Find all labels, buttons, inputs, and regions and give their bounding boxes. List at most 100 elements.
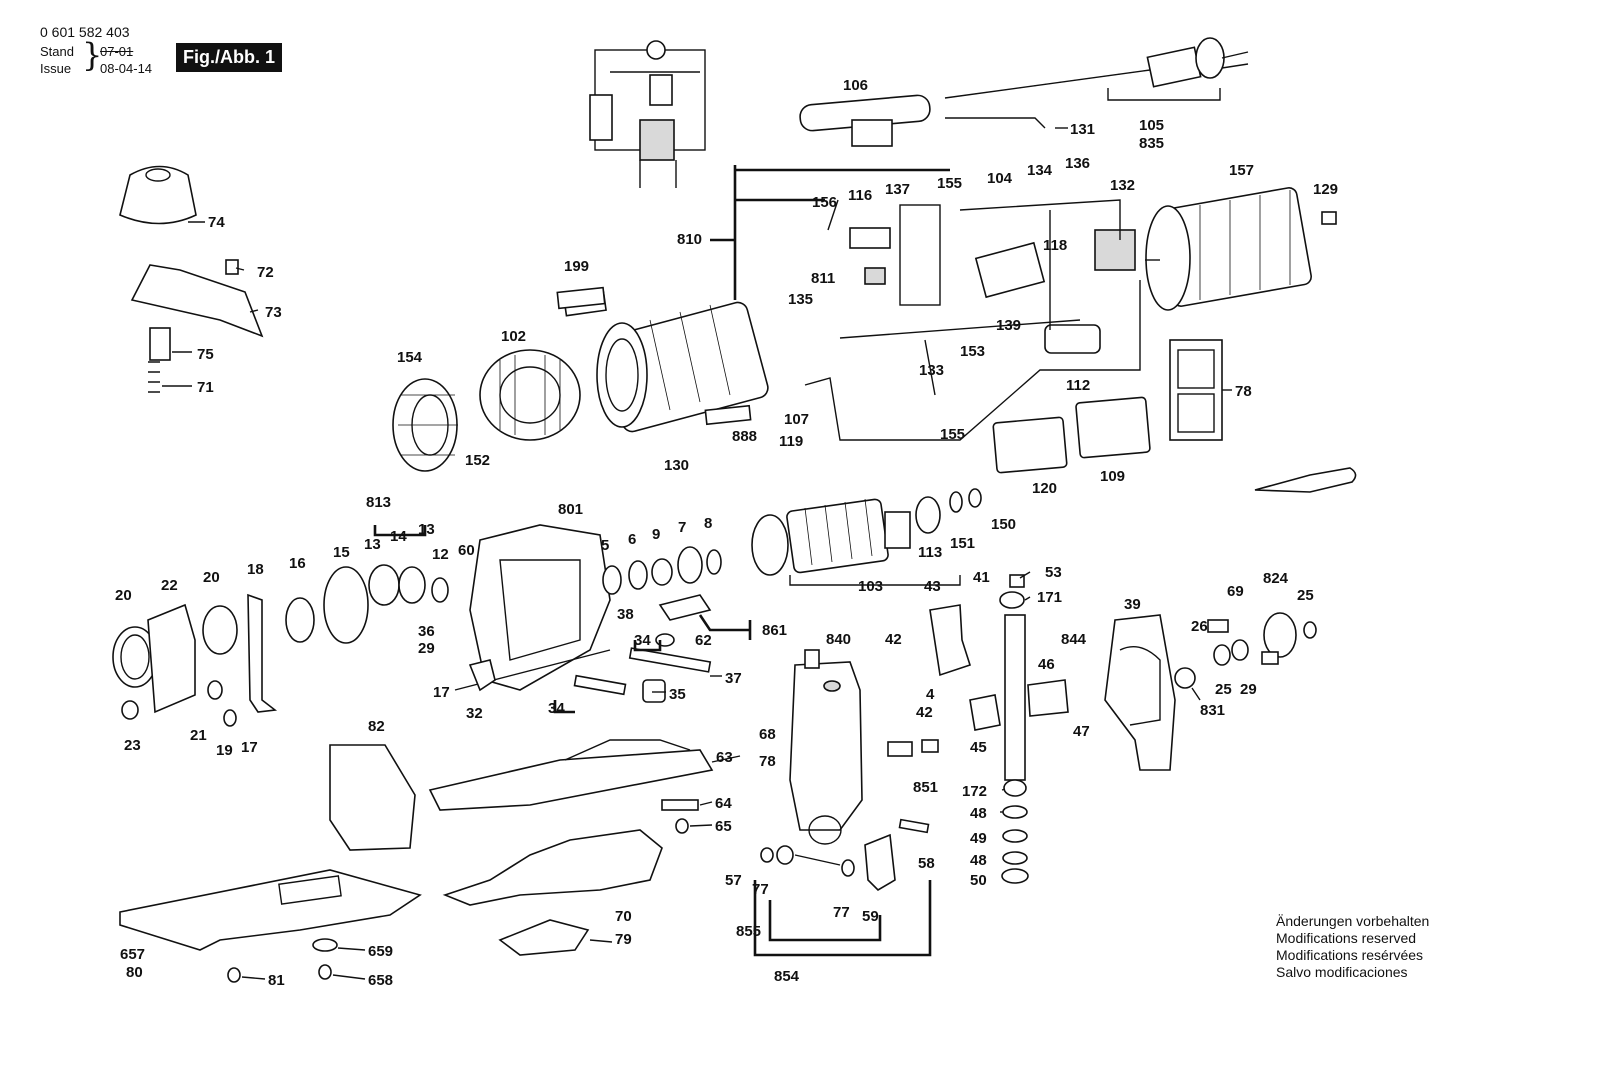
notice-line-es: Salvo modificaciones: [1276, 964, 1408, 980]
callout: 137: [885, 181, 910, 198]
callout: 58: [918, 855, 935, 872]
callout: 50: [970, 872, 987, 889]
callout: 831: [1200, 702, 1225, 719]
callout: 25: [1297, 587, 1314, 604]
callout: 45: [970, 739, 987, 756]
callout: 49: [970, 830, 987, 847]
callout: 81: [268, 972, 285, 989]
screwdriver: [1254, 467, 1357, 493]
stroke-housing: [789, 649, 939, 845]
callout: 5: [601, 537, 609, 554]
cap-and-bracket: [119, 165, 264, 393]
label-plates: [556, 286, 1223, 474]
guide-plate: [428, 739, 714, 834]
callout: 888: [732, 428, 757, 445]
callout: 135: [788, 291, 813, 308]
callout: 36: [418, 623, 435, 640]
motor-housing: [1145, 187, 1337, 311]
callout: 6: [628, 531, 636, 548]
armature: [751, 488, 982, 586]
callout: 37: [725, 670, 742, 687]
callout: 172: [962, 783, 987, 800]
callout: 63: [716, 749, 733, 766]
gear-assembly: [112, 564, 449, 727]
callout: 199: [564, 258, 589, 275]
callout: 47: [1073, 723, 1090, 740]
callout: 59: [862, 908, 879, 925]
callout: 17: [433, 684, 450, 701]
callout: 34: [634, 632, 651, 649]
callout: 71: [197, 379, 214, 396]
base-plate-39: [1104, 614, 1176, 771]
callout: 155: [937, 175, 962, 192]
callout: 79: [615, 931, 632, 948]
callout: 8: [704, 515, 712, 532]
callout: 46: [1038, 656, 1055, 673]
callout: 156: [812, 194, 837, 211]
callout: 75: [197, 346, 214, 363]
callout: 13: [364, 536, 381, 553]
callout: 131: [1070, 121, 1095, 138]
callout: 113: [918, 544, 942, 561]
callout: 109: [1100, 468, 1125, 485]
callout: 82: [368, 718, 385, 735]
issue-label: Issue: [40, 61, 72, 76]
old-stand-date: 07-01: [100, 44, 134, 59]
callout: 17: [241, 739, 258, 756]
callout: 41: [973, 569, 990, 586]
callout: 658: [368, 972, 393, 989]
callout: 151: [950, 535, 975, 552]
callout: 154: [397, 349, 423, 366]
callout: 15: [333, 544, 350, 561]
callout: 104: [987, 170, 1013, 187]
stand-label: Stand: [40, 44, 74, 59]
fan-guard: [392, 378, 458, 472]
callout: 150: [991, 516, 1016, 533]
callout: 130: [664, 457, 689, 474]
leader-lines: [162, 127, 1232, 980]
callout: 21: [190, 727, 207, 744]
callout: 132: [1110, 177, 1135, 194]
callout: 155: [940, 426, 965, 443]
callout: 29: [1240, 681, 1257, 698]
callout: 9: [652, 526, 660, 543]
callout: 851: [913, 779, 938, 796]
right-knob-assembly: [1174, 612, 1317, 689]
callout: 42: [885, 631, 902, 648]
callout: 119: [779, 433, 803, 450]
callout: 22: [161, 577, 178, 594]
callout: 77: [752, 881, 769, 898]
callout: 70: [615, 908, 632, 925]
callout: 7: [678, 519, 686, 536]
callout: 32: [466, 705, 483, 722]
callout: 844: [1061, 631, 1087, 648]
callout: 20: [203, 569, 220, 586]
small-parts-middle: [373, 525, 752, 714]
callout: 35: [669, 686, 686, 703]
callout: 103: [858, 578, 883, 595]
power-cable: [944, 37, 1249, 129]
callout: 57: [725, 872, 742, 889]
callout: 80: [126, 964, 143, 981]
callout: 14: [390, 528, 407, 545]
callout: 53: [1045, 564, 1062, 581]
handle-tube: [799, 94, 931, 147]
callout: 854: [774, 968, 800, 985]
callout: 78: [1235, 383, 1252, 400]
callout: 48: [970, 852, 987, 869]
roller-support: [753, 818, 932, 957]
callout: 810: [677, 231, 702, 248]
callout: 835: [1139, 135, 1164, 152]
wiring-schematic: [589, 40, 706, 188]
callout: 120: [1032, 480, 1057, 497]
callout: 64: [715, 795, 732, 812]
callout: 813: [366, 494, 391, 511]
callout: 153: [960, 343, 985, 360]
callout: 133: [919, 362, 944, 379]
callout: 659: [368, 943, 393, 960]
callout: 38: [617, 606, 634, 623]
callout: 62: [695, 632, 712, 649]
switch-harness: [804, 199, 1141, 441]
field-housing: [563, 291, 769, 433]
